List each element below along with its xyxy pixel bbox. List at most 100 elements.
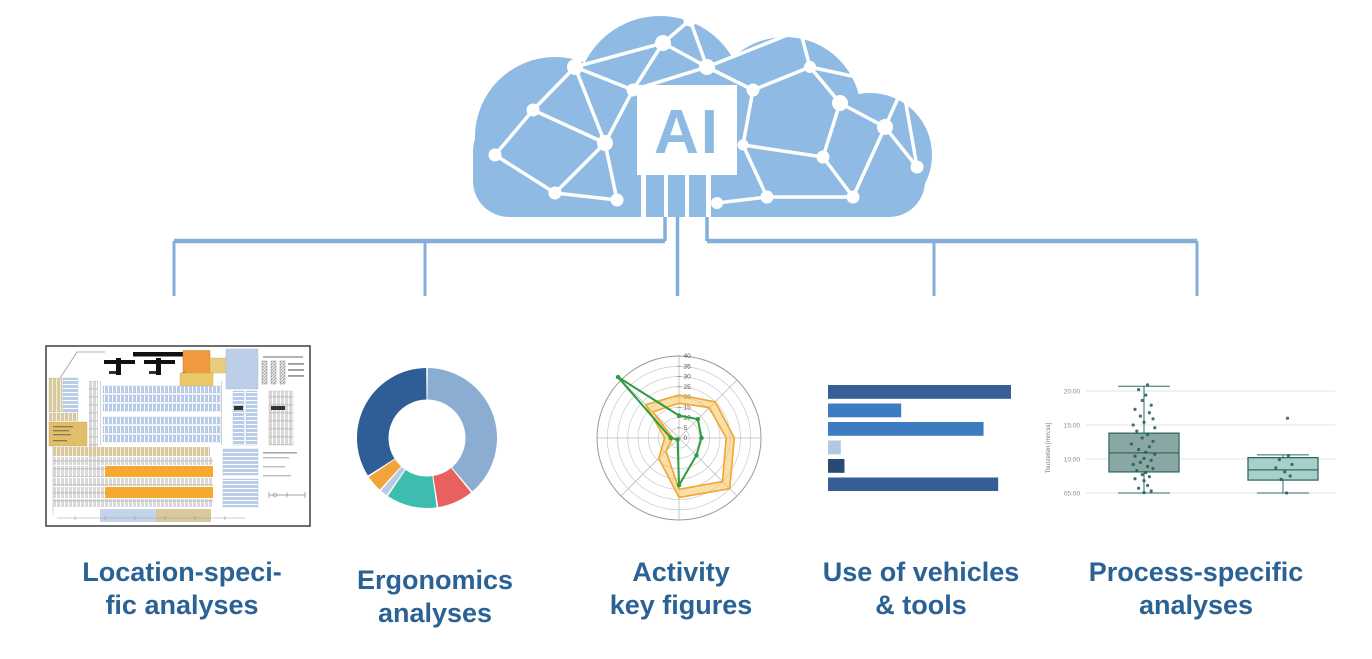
box-scatter-point — [1288, 474, 1292, 478]
box-scatter-point — [1133, 477, 1137, 481]
orange-aisle-2 — [105, 487, 213, 498]
ai-label: AI — [654, 98, 720, 167]
orange-aisle-1 — [105, 466, 213, 477]
radar-tick-label: 35 — [684, 363, 692, 370]
network-nodes — [488, 13, 924, 209]
item-label-line: Use of vehicles — [822, 557, 1020, 587]
usage-bar-4 — [828, 440, 841, 455]
box-scatter-point — [1146, 464, 1150, 469]
donut-slice-segment-2 — [433, 467, 471, 508]
box-scatter-point — [1274, 466, 1278, 470]
box-scatter-point — [1142, 456, 1146, 460]
box-scatter-point — [1131, 462, 1135, 467]
donut-slice-segment-5 — [368, 459, 402, 490]
box-scatter-point — [1151, 466, 1155, 471]
radar-actual-point — [615, 374, 621, 380]
box-tick-label: 10:00 — [1064, 456, 1081, 463]
radar-actual-point — [676, 482, 682, 488]
box-scatter-point — [1144, 471, 1148, 475]
floor-plan-thumbnail — [45, 345, 311, 527]
box-scatter-point — [1285, 491, 1289, 495]
item-label-process: Process-specific analyses — [1036, 556, 1356, 622]
box-scatter-point — [1140, 398, 1144, 403]
box-scatter-point — [1147, 445, 1151, 449]
usage-bar-6 — [828, 477, 999, 491]
box-scatter-point — [1133, 454, 1137, 458]
item-label-ergonomics: Ergonomics analyses — [275, 564, 595, 630]
box-scatter-point — [1142, 479, 1146, 483]
donut-slice-segment-6 — [357, 368, 427, 476]
box-tour-group-2 — [1247, 416, 1319, 495]
box-scatter-point — [1151, 417, 1155, 421]
box-tick-label: 20:00 — [1064, 388, 1081, 395]
box-scatter-point — [1129, 442, 1133, 446]
box-tick-label: 15:00 — [1064, 422, 1081, 429]
item-label-vehicles: Use of vehicles & tools — [761, 556, 1081, 622]
radar-actual-point — [695, 416, 701, 422]
bar-chart — [828, 385, 1011, 491]
box-scatter-point — [1153, 426, 1157, 430]
radar-band-inner-edge — [652, 402, 727, 491]
box-scatter-point — [1138, 414, 1142, 418]
radar-target-band — [645, 395, 735, 498]
item-label-line: Location-speci- — [82, 557, 282, 587]
item-label-line: fic analyses — [105, 590, 259, 620]
item-label-line: Ergonomics — [356, 565, 514, 595]
donut-chart — [357, 368, 497, 508]
ai-chip-square — [637, 85, 737, 175]
box-scatter-point — [1153, 452, 1157, 456]
box-scatter-point — [1133, 407, 1137, 411]
plan-scale-legend — [268, 492, 306, 498]
donut-slice-segment-1 — [427, 368, 497, 492]
radar-actual-point — [675, 437, 680, 442]
box-scatter-point — [1135, 468, 1139, 473]
box-scatter-point — [1286, 454, 1290, 458]
radar-actual-point — [694, 453, 699, 458]
box-scatter-point — [1149, 458, 1153, 462]
box-scatter-point — [1131, 423, 1135, 427]
box-scatter-point — [1140, 436, 1144, 440]
plan-black-bar — [133, 352, 185, 357]
box-scatter-point — [1290, 462, 1294, 467]
item-label-location: Location-speci- fic analyses — [22, 556, 342, 622]
box-plot: Tourzeiten [mm:ss] 20:00 15:00 10:00 05:00 — [1046, 383, 1335, 497]
box-scatter-point — [1149, 403, 1153, 407]
box-scatter-point — [1137, 388, 1141, 392]
connector-lines — [172, 217, 1199, 296]
usage-bar-2 — [828, 403, 902, 418]
box-y-axis-label: Tourzeiten [mm:ss] — [1046, 423, 1052, 474]
usage-bar-1 — [828, 385, 1011, 399]
rack-rows — [102, 385, 222, 443]
box-scatter-point — [1137, 447, 1141, 452]
radar-tick-label: 15 — [684, 404, 692, 411]
chip-pins — [641, 175, 711, 217]
plan-legend-top — [261, 356, 304, 385]
donut-slice-segment-3 — [387, 469, 437, 508]
box-scatter-point — [1140, 473, 1144, 477]
item-label-line: Activity — [632, 557, 730, 587]
box-scatter-point — [1144, 393, 1148, 397]
box-scatter-point — [1285, 416, 1290, 420]
box-scatter-point — [1137, 486, 1141, 490]
box-tour-group-1 — [1108, 383, 1180, 495]
usage-bar-3 — [828, 422, 984, 436]
radar-tick-label: 40 — [684, 353, 692, 360]
box-scatter-point — [1147, 411, 1151, 415]
radar-tick-label: 5 — [684, 425, 688, 432]
radar-actual-point — [668, 435, 673, 441]
box-scatter-point — [1142, 420, 1146, 424]
radar-actual-point — [676, 413, 682, 418]
box-scatter-point — [1283, 470, 1287, 474]
box-scatter-point — [1135, 429, 1139, 433]
radar-spoke — [678, 379, 738, 439]
box-scatter-point — [1279, 477, 1283, 481]
item-label-line: analyses — [1138, 590, 1254, 620]
box-tick-label: 05:00 — [1064, 490, 1081, 497]
item-label-line: Process-specific — [1088, 557, 1304, 587]
box-scatter-point — [1146, 383, 1150, 387]
radar-chart: 0510152025303540 — [596, 353, 762, 521]
radar-tick-label: 25 — [684, 384, 692, 391]
box-scatter-point — [1149, 489, 1153, 493]
item-label-activity: Activity key figures — [521, 556, 841, 622]
